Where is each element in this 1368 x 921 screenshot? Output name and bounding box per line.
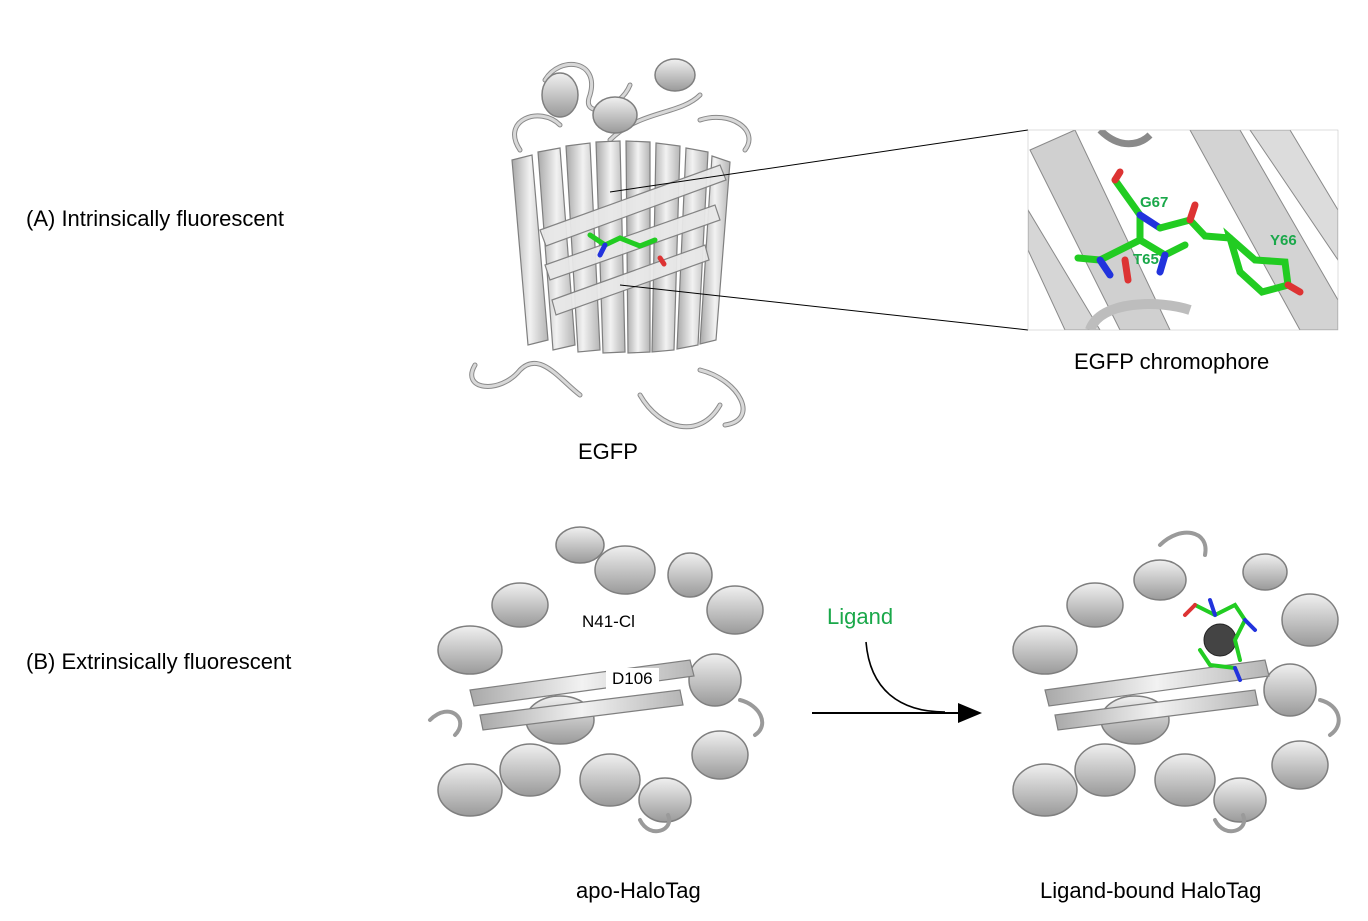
bound-halotag-caption: Ligand-bound HaloTag	[1040, 878, 1262, 903]
zoom-line-bottom	[619, 284, 1029, 331]
chromophore-caption: EGFP chromophore	[1074, 349, 1270, 374]
ligand-arrow-label: Ligand	[827, 604, 894, 629]
bound-halotag-structure	[1012, 530, 1341, 834]
residue-label-t65: T65	[1133, 251, 1159, 268]
residue-label-y66: Y66	[1270, 232, 1297, 249]
zoom-line-top	[609, 129, 1029, 193]
chromophore-zoom-panel	[1027, 129, 1339, 331]
site-label-d106: D106	[606, 668, 659, 690]
row-label-a: (A) Intrinsically fluorescent	[26, 206, 284, 231]
residue-label-g67: G67	[1140, 194, 1169, 211]
egfp-caption: EGFP	[578, 439, 638, 464]
apo-halotag-structure	[428, 526, 765, 834]
ligand-arrow-curve	[865, 641, 946, 713]
site-label-n41: N41-Cl	[576, 611, 641, 633]
egfp-structure	[469, 58, 752, 430]
apo-halotag-caption: apo-HaloTag	[576, 878, 701, 903]
row-label-b: (B) Extrinsically fluorescent	[26, 649, 292, 674]
